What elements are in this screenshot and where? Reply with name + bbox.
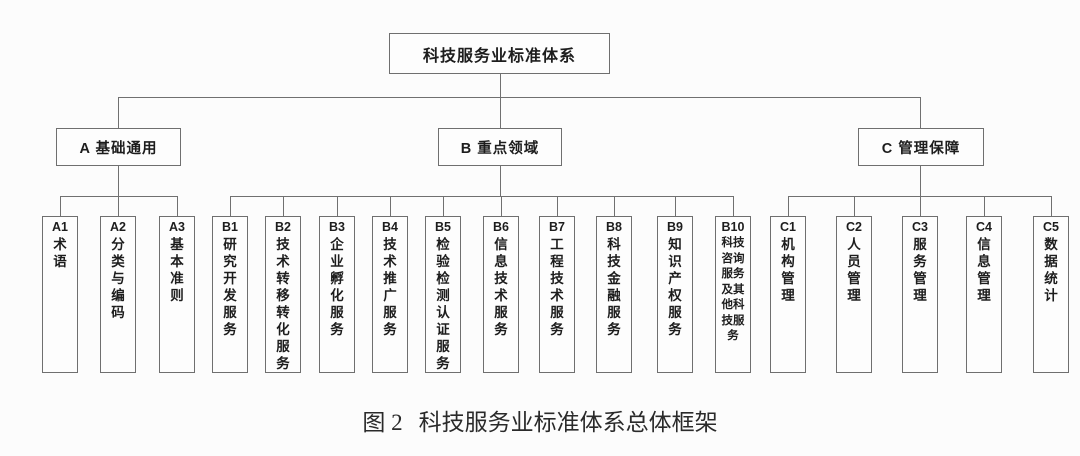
leaf-node-c1: C1 机构管理 xyxy=(770,216,806,373)
leaf-code: B10 xyxy=(721,220,745,234)
leaf-code: B8 xyxy=(606,220,622,234)
leaf-label: 分类与编码 xyxy=(111,237,125,320)
leaf-code: B9 xyxy=(667,220,683,234)
connector-line xyxy=(920,97,921,128)
connector-line xyxy=(614,196,615,216)
leaf-label: 信息技术服务 xyxy=(494,237,508,337)
connector-line xyxy=(501,196,502,216)
leaf-node-b9: B9 知识产权服务 xyxy=(657,216,693,373)
leaf-label: 科技金融服务 xyxy=(607,237,621,337)
leaf-code: B3 xyxy=(329,220,345,234)
leaf-code: C4 xyxy=(976,220,992,234)
group-node-b-label: B 重点领域 xyxy=(460,140,540,157)
connector-line xyxy=(60,196,61,216)
leaf-label: 知识产权服务 xyxy=(668,237,682,337)
leaf-label: 服务管理 xyxy=(913,237,927,303)
leaf-label: 检验检测认证服务 xyxy=(436,237,450,371)
leaf-code: B2 xyxy=(275,220,291,234)
leaf-node-b10: B10 科技咨询服务及其他科技服务 xyxy=(715,216,751,373)
leaf-node-b8: B8 科技金融服务 xyxy=(596,216,632,373)
leaf-label: 机构管理 xyxy=(781,237,795,303)
connector-line xyxy=(1051,196,1052,216)
leaf-code: A3 xyxy=(169,220,185,234)
group-node-c: C 管理保障 xyxy=(858,128,984,166)
connector-line xyxy=(390,196,391,216)
connector-line xyxy=(854,196,855,216)
leaf-node-a3: A3 基本准则 xyxy=(159,216,195,373)
leaf-label: 人员管理 xyxy=(847,237,861,303)
leaf-node-c4: C4 信息管理 xyxy=(966,216,1002,373)
leaf-node-b5: B5 检验检测认证服务 xyxy=(425,216,461,373)
leaf-label: 技术转移转化服务 xyxy=(276,237,290,371)
connector-line xyxy=(984,196,985,216)
leaf-code: A1 xyxy=(52,220,68,234)
leaf-node-a2: A2 分类与编码 xyxy=(100,216,136,373)
leaf-node-c2: C2 人员管理 xyxy=(836,216,872,373)
connector-line xyxy=(557,196,558,216)
connector-line xyxy=(230,196,733,197)
connector-line xyxy=(443,196,444,216)
leaf-node-c5: C5 数据统计 xyxy=(1033,216,1069,373)
connector-line xyxy=(118,97,119,128)
leaf-code: C1 xyxy=(780,220,796,234)
leaf-label: 基本准则 xyxy=(170,237,184,303)
leaf-node-b3: B3 企业孵化服务 xyxy=(319,216,355,373)
leaf-code: A2 xyxy=(110,220,126,234)
leaf-label: 工程技术服务 xyxy=(550,237,564,337)
connector-line xyxy=(788,196,789,216)
connector-line xyxy=(788,196,1051,197)
connector-line xyxy=(733,196,734,216)
leaf-label: 数据统计 xyxy=(1044,237,1058,303)
connector-line xyxy=(230,196,231,216)
leaf-node-b2: B2 技术转移转化服务 xyxy=(265,216,301,373)
connector-line xyxy=(675,196,676,216)
connector-line xyxy=(500,166,501,196)
connector-line xyxy=(283,196,284,216)
connector-line xyxy=(118,196,119,216)
connector-line xyxy=(500,74,501,128)
root-node-label: 科技服务业标准体系 xyxy=(422,47,576,65)
connector-line xyxy=(118,97,921,98)
leaf-label: 术语 xyxy=(53,237,67,269)
leaf-code: C3 xyxy=(912,220,928,234)
leaf-label: 信息管理 xyxy=(977,237,991,303)
leaf-code: B4 xyxy=(382,220,398,234)
leaf-code: C2 xyxy=(846,220,862,234)
figure-caption: 图 2 科技服务业标准体系总体框架 xyxy=(0,403,1080,437)
leaf-node-c3: C3 服务管理 xyxy=(902,216,938,373)
leaf-code: B5 xyxy=(435,220,451,234)
leaf-node-a1: A1 术语 xyxy=(42,216,78,373)
group-node-a-label: A 基础通用 xyxy=(79,140,158,157)
group-node-c-label: C 管理保障 xyxy=(881,140,961,157)
leaf-node-b1: B1 研究开发服务 xyxy=(212,216,248,373)
leaf-node-b6: B6 信息技术服务 xyxy=(483,216,519,373)
connector-line xyxy=(920,166,921,196)
leaf-code: C5 xyxy=(1043,220,1059,234)
leaf-node-b7: B7 工程技术服务 xyxy=(539,216,575,373)
leaf-label: 企业孵化服务 xyxy=(330,237,344,337)
connector-line xyxy=(920,196,921,216)
leaf-label: 技术推广服务 xyxy=(383,237,397,337)
group-node-a: A 基础通用 xyxy=(56,128,181,166)
connector-line xyxy=(337,196,338,216)
leaf-label: 科技咨询服务及其他科技服务 xyxy=(721,237,745,342)
connector-line xyxy=(177,196,178,216)
root-node: 科技服务业标准体系 xyxy=(389,33,610,74)
figure-caption-number: 图 2 xyxy=(362,410,403,435)
figure-caption-title: 科技服务业标准体系总体框架 xyxy=(418,410,718,435)
leaf-code: B6 xyxy=(493,220,509,234)
group-node-b: B 重点领域 xyxy=(438,128,562,166)
connector-line xyxy=(118,166,119,196)
leaf-code: B7 xyxy=(549,220,565,234)
leaf-code: B1 xyxy=(222,220,238,234)
leaf-node-b4: B4 技术推广服务 xyxy=(372,216,408,373)
leaf-label: 研究开发服务 xyxy=(223,237,237,337)
